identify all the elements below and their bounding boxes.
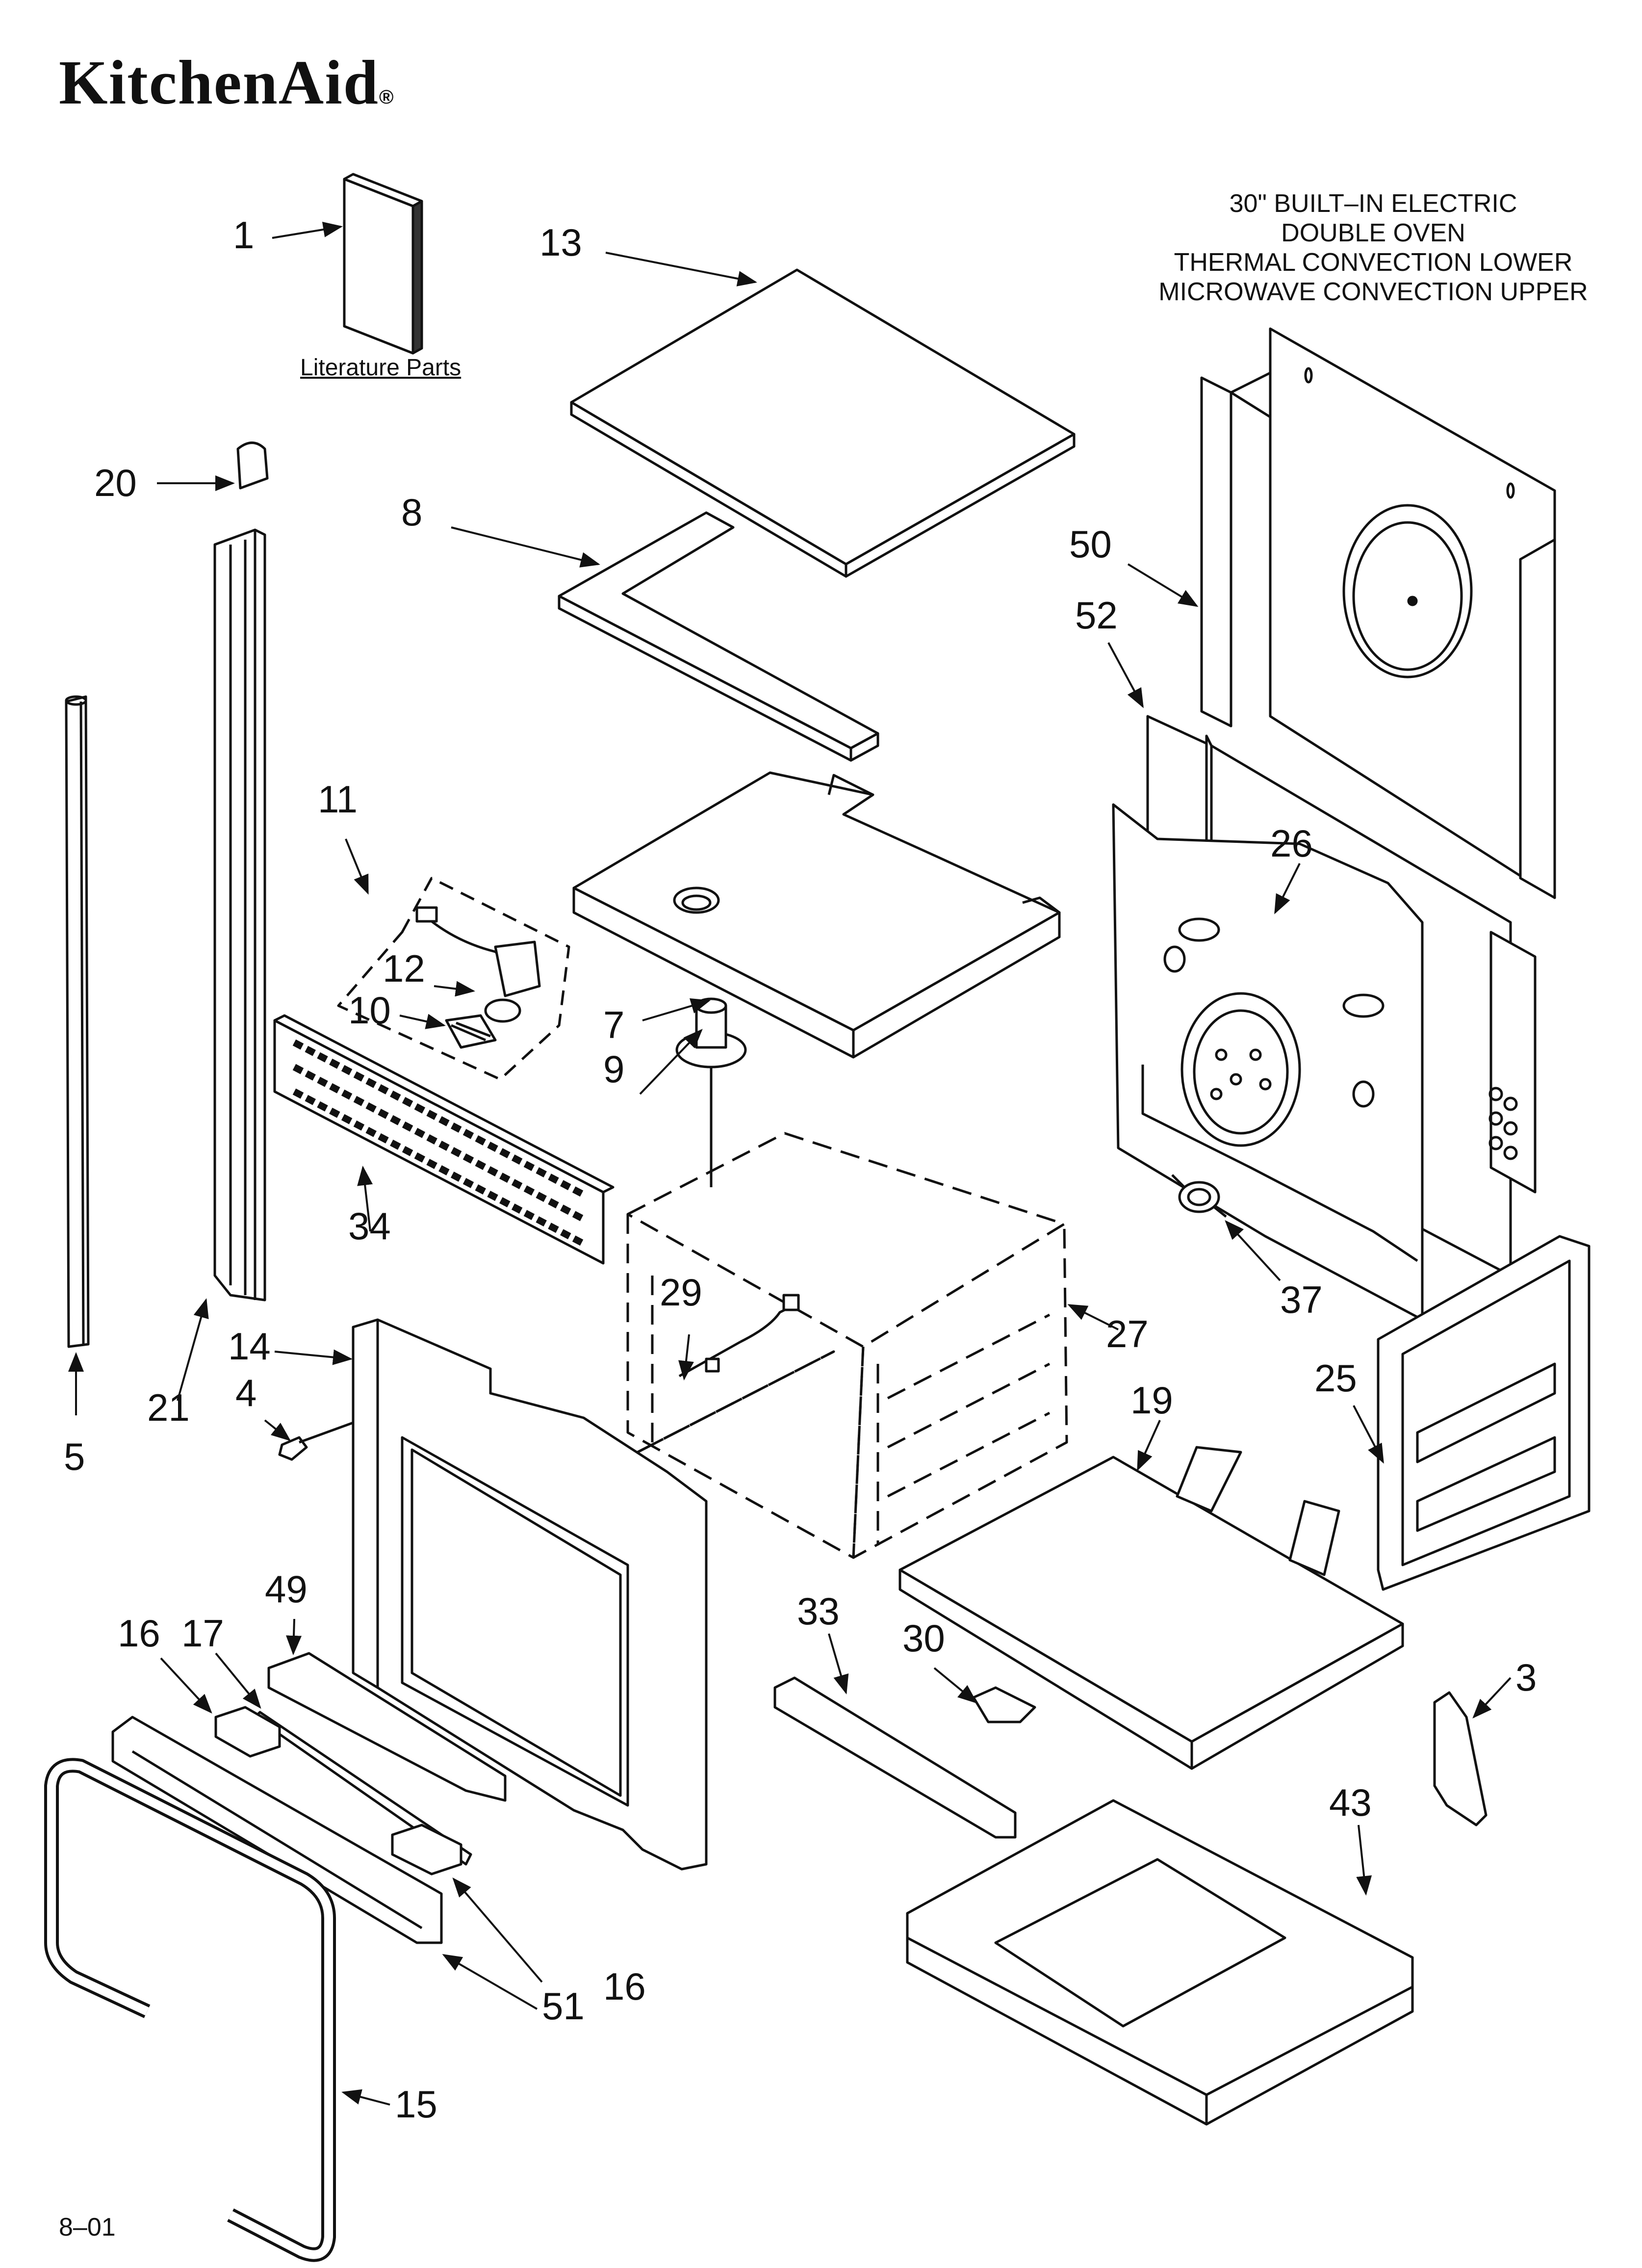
part-33-bracket — [773, 1676, 1017, 1839]
callout-20: 20 — [94, 461, 137, 504]
part-14-front-frame — [352, 1318, 708, 1871]
callout-1: 1 — [233, 213, 255, 257]
part-1-literature-book — [343, 173, 423, 355]
callout-4: 4 — [235, 1371, 257, 1414]
part-15-gasket — [44, 1758, 336, 2262]
part-49-rail — [267, 1652, 507, 1802]
callout-27: 27 — [1106, 1312, 1149, 1356]
part-43-base-tray — [906, 1799, 1414, 2126]
callout-37: 37 — [1280, 1278, 1323, 1321]
part-50-back-panel — [1200, 327, 1556, 899]
part-7-top-panel — [572, 771, 1061, 1059]
footer-code: 8–01 — [59, 2213, 116, 2242]
part-13-top-board — [570, 268, 1076, 578]
title-line-2: DOUBLE OVEN — [1281, 219, 1465, 247]
part-37-thermostat — [1171, 1174, 1227, 1218]
callout-34: 34 — [348, 1204, 391, 1248]
part-29-wire-harness — [678, 1294, 800, 1378]
callout-15: 15 — [395, 2083, 437, 2126]
callout-9: 9 — [603, 1047, 625, 1091]
callout-43: 43 — [1329, 1781, 1372, 1824]
part-34-vent-grille — [273, 1014, 615, 1265]
part-19-bottom-panel — [898, 1446, 1404, 1770]
brand-logo: KitchenAid® — [59, 47, 394, 119]
part-26-convection-plate — [1112, 803, 1424, 1321]
part-8-l-insulation — [558, 511, 879, 762]
callout-14: 14 — [228, 1325, 271, 1368]
part-21-side-trim — [213, 528, 266, 1302]
callout-50: 50 — [1069, 522, 1112, 566]
brand-name: KitchenAid — [59, 48, 379, 117]
callout-12: 12 — [383, 947, 425, 990]
callout-7: 7 — [603, 1003, 625, 1046]
callout-29: 29 — [660, 1271, 702, 1314]
leader-lines — [68, 222, 1512, 2106]
callout-33: 33 — [797, 1590, 840, 1633]
callout-17: 17 — [181, 1612, 224, 1655]
callout-3: 3 — [1515, 1656, 1537, 1699]
part-3-bracket — [1433, 1691, 1488, 1826]
callout-11: 11 — [318, 778, 358, 821]
part-30-clip — [972, 1686, 1036, 1723]
registered-mark: ® — [379, 86, 395, 108]
part-5-trim-strip — [65, 695, 90, 1348]
part-4-screw — [278, 1421, 354, 1461]
part-16-pad-right — [391, 1824, 462, 1876]
title-line-3: THERMAL CONVECTION LOWER — [1174, 248, 1573, 277]
callout-16-right: 16 — [603, 1965, 646, 2008]
callout-10: 10 — [348, 989, 391, 1032]
callout-26: 26 — [1270, 822, 1313, 865]
callout-8: 8 — [401, 491, 423, 534]
part-11-light-assembly — [337, 877, 570, 1081]
callout-49: 49 — [265, 1567, 308, 1611]
callout-30: 30 — [902, 1616, 945, 1660]
part-20-end-cap — [236, 442, 269, 490]
part-16-pad-left — [214, 1706, 281, 1758]
callout-21: 21 — [147, 1386, 190, 1429]
part-25-side-panel — [1377, 1235, 1591, 1591]
callout-5: 5 — [64, 1435, 85, 1478]
diagram-title: 30" BUILT–IN ELECTRIC DOUBLE OVEN THERMA… — [1094, 189, 1642, 307]
title-line-4: MICROWAVE CONVECTION UPPER — [1158, 278, 1588, 306]
title-line-1: 30" BUILT–IN ELECTRIC — [1229, 189, 1517, 218]
callout-52: 52 — [1075, 594, 1118, 637]
literature-parts-label: Literature Parts — [300, 355, 462, 381]
part-51-lower-trim — [111, 1716, 443, 1944]
callout-13: 13 — [539, 221, 582, 264]
callout-19: 19 — [1130, 1379, 1173, 1422]
callout-51: 51 — [542, 1984, 585, 2028]
callout-16-left: 16 — [118, 1612, 160, 1655]
callout-25: 25 — [1314, 1356, 1357, 1400]
